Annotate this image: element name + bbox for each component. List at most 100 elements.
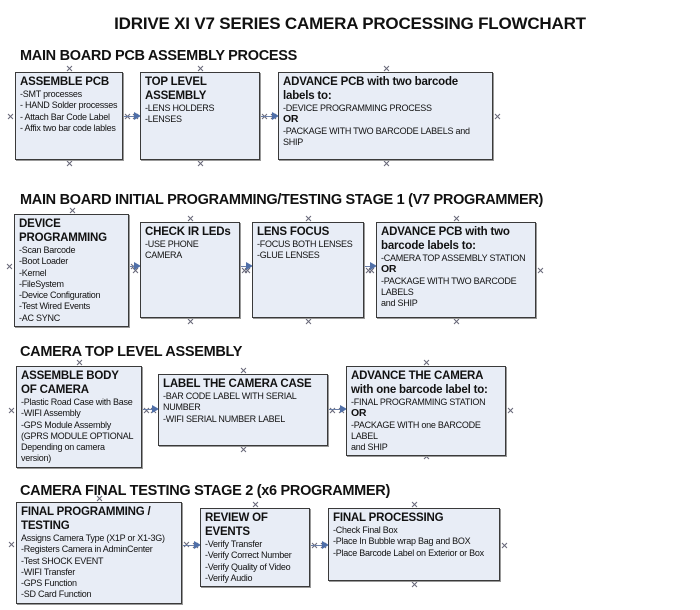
- process-step: -AC SYNC: [19, 312, 61, 323]
- process-step: OR: [283, 113, 299, 126]
- process-step: and SHIP: [381, 298, 418, 309]
- flow-arrow-icon: [364, 262, 377, 270]
- process-step: -Boot Loader: [19, 256, 69, 267]
- process-box[interactable]: DEVICE PROGRAMMING-Scan Barcode-Boot Loa…: [14, 214, 129, 328]
- process-box-title: TOP LEVEL ASSEMBLY: [145, 76, 207, 102]
- connection-point-icon: [508, 408, 513, 413]
- process-box[interactable]: ASSEMBLE PCB -SMT processes- HAND Solder…: [15, 72, 123, 160]
- process-box-title: DEVICE PROGRAMMING: [19, 218, 107, 244]
- process-step: -GLUE LENSES: [257, 250, 320, 261]
- process-step: - HAND Solder processes: [20, 100, 118, 111]
- process-step: -Verify Quality of Video: [205, 561, 291, 572]
- flow-arrow-icon: [142, 405, 159, 413]
- flow-arrow-icon: [328, 405, 347, 413]
- process-box[interactable]: CHECK IR LEDs-USE PHONE CAMERA: [140, 222, 240, 318]
- process-step: -GPS Function: [21, 578, 77, 589]
- connection-point-icon: [538, 268, 543, 273]
- connection-point-icon: [241, 368, 246, 373]
- process-step: -FOCUS BOTH LENSES: [257, 239, 353, 249]
- process-box-title: ASSEMBLE BODY OF CAMERA: [21, 370, 119, 396]
- process-step: -LENS HOLDERS: [145, 103, 215, 113]
- process-box-title: ADVANCE THE CAMERA with one barcode labe…: [351, 370, 488, 396]
- connection-point-icon: [502, 543, 507, 548]
- connection-point-icon: [384, 161, 389, 166]
- process-step: -PACKAGE WITH TWO BARCODE LABELS and SHI…: [283, 125, 470, 147]
- process-step: -Verify Audio: [205, 572, 253, 583]
- connection-point-icon: [7, 264, 12, 269]
- process-step: -Place Barcode Label on Exterior or Box: [333, 547, 484, 558]
- connection-point-icon: [454, 216, 459, 221]
- process-step: - Attach Bar Code Label: [20, 111, 110, 122]
- process-box[interactable]: FINAL PROCESSING -Check Final Box-Place …: [328, 508, 500, 581]
- process-step: -BAR CODE LABEL WITH SERIAL NUMBER: [163, 391, 297, 413]
- connection-point-icon: [77, 360, 82, 365]
- process-step: -LENSES: [145, 114, 182, 125]
- process-box[interactable]: LENS FOCUS-FOCUS BOTH LENSES-GLUE LENSES: [252, 222, 364, 318]
- flow-arrow-icon: [260, 112, 279, 120]
- connection-point-icon: [384, 66, 389, 71]
- process-box-title: ADVANCE PCB with two barcode labels to:: [381, 226, 510, 252]
- connection-point-icon: [424, 360, 429, 365]
- connection-point-icon: [198, 161, 203, 166]
- process-step: -Kernel: [19, 267, 47, 278]
- process-box[interactable]: LABEL THE CAMERA CASE-BAR CODE LABEL WIT…: [158, 374, 328, 446]
- connection-point-icon: [188, 216, 193, 221]
- process-step: -PACKAGE WITH TWO BARCODE LABELS: [381, 275, 517, 297]
- section-heading: MAIN BOARD PCB ASSEMBLY PROCESS: [20, 48, 297, 64]
- process-step: -Test SHOCK EVENT: [21, 555, 104, 566]
- process-step: -FileSystem: [19, 278, 64, 289]
- connection-point-icon: [8, 114, 13, 119]
- process-step: OR: [351, 407, 367, 420]
- process-step: -Plastic Road Case with Base: [21, 397, 133, 407]
- process-step: OR: [381, 263, 397, 276]
- connection-point-icon: [306, 319, 311, 324]
- section-heading: CAMERA TOP LEVEL ASSEMBLY: [20, 344, 243, 360]
- flow-arrow-icon: [182, 541, 201, 549]
- process-step: -SMT processes: [20, 89, 82, 99]
- process-step: -Scan Barcode: [19, 245, 76, 255]
- process-box-title: ADVANCE PCB with two barcode labels to:: [283, 76, 459, 102]
- process-step: -PACKAGE WITH one BARCODE LABEL: [351, 419, 481, 441]
- process-box-title: CHECK IR LEDs: [145, 226, 231, 238]
- process-step: -Device Configuration: [19, 290, 101, 301]
- connection-point-icon: [9, 408, 14, 413]
- process-box-title: FINAL PROGRAMMING / TESTING: [21, 506, 151, 532]
- process-step: -GPS Module Assembly: [21, 419, 112, 430]
- process-step: -USE PHONE CAMERA: [145, 239, 199, 261]
- process-box[interactable]: REVIEW OF EVENTS-Verify Transfer-Verify …: [200, 508, 310, 588]
- process-box-title: FINAL PROCESSING: [333, 512, 444, 524]
- process-box-title: LENS FOCUS: [257, 226, 330, 238]
- process-box[interactable]: ADVANCE PCB with two barcode labels to:-…: [376, 222, 536, 318]
- flowchart-title: IDRIVE XI V7 SERIES CAMERA PROCESSING FL…: [114, 14, 586, 33]
- connection-point-icon: [306, 216, 311, 221]
- section-heading: MAIN BOARD INITIAL PROGRAMMING/TESTING S…: [20, 192, 544, 208]
- process-step: -Test Wired Events: [19, 301, 91, 312]
- connection-point-icon: [97, 496, 102, 501]
- process-box[interactable]: ADVANCE PCB with two barcode labels to: -…: [278, 72, 493, 160]
- connection-point-icon: [241, 447, 246, 452]
- connection-point-icon: [198, 66, 203, 71]
- process-box-title: ASSEMBLE PCB: [20, 76, 109, 88]
- process-step: -Registers Camera in AdminCenter: [21, 544, 153, 555]
- connection-point-icon: [70, 208, 75, 213]
- connection-point-icon: [188, 319, 193, 324]
- process-step: -CAMERA TOP ASSEMBLY STATION: [381, 253, 526, 263]
- connection-point-icon: [9, 542, 14, 547]
- process-step: -WIFI Assembly: [21, 408, 81, 419]
- connection-point-icon: [412, 502, 417, 507]
- process-box[interactable]: TOP LEVEL ASSEMBLY-LENS HOLDERS-LENSES: [140, 72, 260, 160]
- process-step: (GPRS MODULE OPTIONAL: [21, 430, 134, 441]
- process-box[interactable]: ADVANCE THE CAMERA with one barcode labe…: [346, 366, 506, 457]
- connection-point-icon: [67, 66, 72, 71]
- flow-arrow-icon: [240, 262, 253, 270]
- process-step: Depending on camera version): [21, 442, 105, 464]
- process-step: -WIFI SERIAL NUMBER LABEL: [163, 413, 285, 424]
- process-step: -WIFI Transfer: [21, 566, 76, 577]
- connection-point-icon: [67, 161, 72, 166]
- flow-arrow-icon: [310, 541, 329, 549]
- process-step: -FINAL PROGRAMMING STATION: [351, 397, 486, 407]
- process-box-title: LABEL THE CAMERA CASE: [163, 378, 312, 390]
- connection-point-icon: [253, 502, 258, 507]
- process-box[interactable]: ASSEMBLE BODY OF CAMERA-Plastic Road Cas…: [16, 366, 142, 468]
